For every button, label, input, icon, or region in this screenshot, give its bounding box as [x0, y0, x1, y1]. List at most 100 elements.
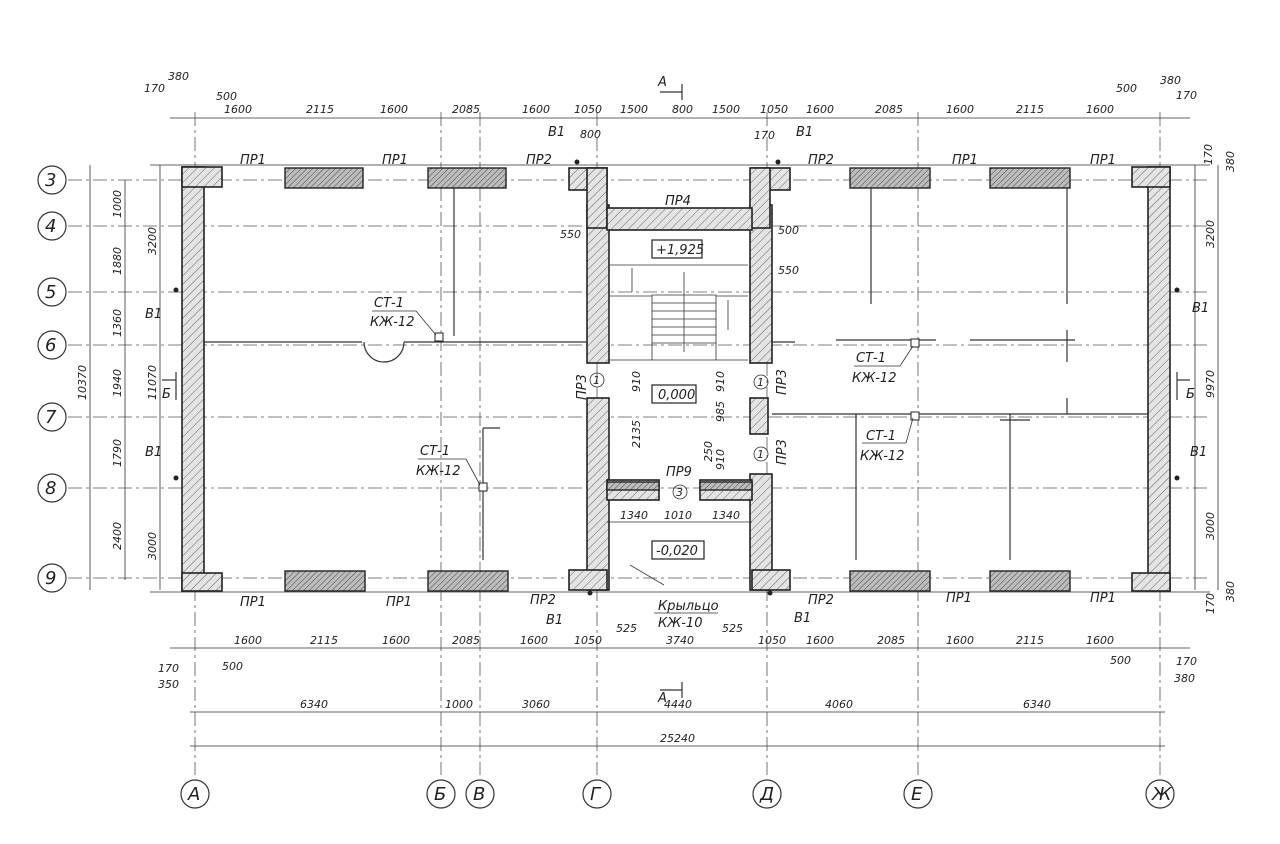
dim-bot-l170: 170 [158, 662, 179, 675]
label-kzh12-b: КЖ-12 [416, 464, 460, 479]
label-pr2-top-left: ПР2 [526, 153, 552, 168]
dim-stair-2: 910 [714, 371, 727, 392]
dim-right-5: 380 [1224, 581, 1237, 602]
section-mark-a-bottom: А [657, 691, 667, 706]
dim-top-16: 2115 [1016, 103, 1044, 116]
dim-top-6: 2085 [452, 103, 480, 116]
dim-top-1: 380 [168, 70, 189, 83]
dim-top-10: 800 [672, 103, 693, 116]
label-pr4: ПР4 [665, 194, 691, 209]
dim-right-4: 3000 [1204, 512, 1217, 540]
label-b1-left-2: В1 [145, 445, 162, 460]
dim-total: 25240 [660, 732, 695, 745]
dim-bot-l350: 350 [158, 678, 179, 691]
dimension-lines [89, 117, 1219, 747]
col-axis-zh: Ж [1151, 784, 1172, 805]
dim-stair-3: 985 [714, 401, 727, 422]
dim-top-17: 1600 [1086, 103, 1114, 116]
dim-stair-550b: 550 [778, 264, 799, 277]
dim-stair-5: 910 [714, 449, 727, 470]
label-pr1-top-1: ПР1 [240, 153, 266, 168]
label-kzh12-c: КЖ-12 [852, 371, 896, 386]
label-pr3-right-1: ПР3 [775, 369, 790, 395]
dim-top-0: 170 [144, 82, 165, 95]
dim-top-20: 170 [1176, 89, 1197, 102]
label-st1-b: СТ-1 [420, 444, 450, 459]
dim-bot-5: 1050 [574, 634, 602, 647]
label-pr1-bot-1: ПР1 [240, 595, 266, 610]
label-st1-a: СТ-1 [374, 296, 404, 311]
dim-bot-0: 1600 [234, 634, 262, 647]
level-floor: 0,000 [658, 388, 695, 403]
dim-bot-12: 1600 [946, 634, 974, 647]
dim-bay-2: 3060 [522, 698, 550, 711]
right-dimensions: 170 380 3200 9970 3000 380 170 [1202, 144, 1237, 614]
label-st1-d: СТ-1 [866, 429, 896, 444]
dim-left-3: 1940 [111, 369, 124, 397]
row-axis-7: 7 [45, 407, 57, 428]
dim-right-0: 170 [1202, 144, 1215, 165]
mark-num1-left: 1 [593, 374, 600, 387]
dim-top-14: 2085 [875, 103, 903, 116]
dim-bot-6: 525 [616, 622, 637, 635]
lintels [284, 167, 1071, 592]
dim-right-1: 380 [1224, 151, 1237, 172]
dim-top-w800: 800 [580, 128, 601, 141]
dim-right-2: 3200 [1204, 220, 1217, 248]
dim-stair-0: 910 [630, 371, 643, 392]
level-marks: +1,925 0,000 -0,020 [651, 239, 705, 560]
label-pr2-top-right: ПР2 [808, 153, 834, 168]
label-pr3-right-2: ПР3 [775, 439, 790, 465]
label-b1-bot-left: В1 [546, 613, 563, 628]
section-marks: А А Б Б [162, 75, 1195, 706]
dim-stair-8: 1340 [712, 509, 740, 522]
label-pr2-bot-right: ПР2 [808, 593, 834, 608]
dim-bot-11: 2085 [877, 634, 905, 647]
label-b1-bot-right: В1 [794, 611, 811, 626]
col-axis-v: В [473, 784, 485, 805]
dim-top-18: 500 [1116, 82, 1137, 95]
label-pr9: ПР9 [666, 465, 692, 480]
dim-bot-3: 2085 [452, 634, 480, 647]
col-axis-a: А [187, 784, 200, 805]
dim-top-4: 2115 [306, 103, 334, 116]
label-pr1-top-3: ПР1 [952, 153, 978, 168]
label-kzh12-d: КЖ-12 [860, 449, 904, 464]
column-axis-bubbles: А Б В Г Д Е Ж [180, 779, 1175, 809]
mark-num3: 3 [676, 486, 683, 499]
section-mark-b-right: Б [1186, 387, 1195, 402]
dim-right-6: 170 [1204, 593, 1217, 614]
dim-top-2: 500 [216, 90, 237, 103]
label-b1-right-2: В1 [1190, 445, 1207, 460]
dim-top-5: 1600 [380, 103, 408, 116]
col-axis-b: Б [434, 784, 446, 805]
section-mark-a-top: А [657, 75, 667, 90]
dim-top-15: 1600 [946, 103, 974, 116]
label-b1-top-left: В1 [548, 125, 565, 140]
dim-top-w170: 170 [754, 129, 775, 142]
dim-bot-1: 2115 [310, 634, 338, 647]
row-axis-5: 5 [45, 282, 56, 303]
left-dimensions: 1000 1880 1360 1940 1790 2400 10370 3200… [76, 190, 159, 560]
mark-num1-right-1: 1 [757, 376, 764, 389]
dim-top-11: 1500 [712, 103, 740, 116]
dim-bot-2: 1600 [382, 634, 410, 647]
label-pr1-bot-2: ПР1 [386, 595, 412, 610]
level-porch: -0,020 [656, 544, 698, 559]
dim-stair-550a: 550 [560, 228, 581, 241]
dim-bot-9: 1050 [758, 634, 786, 647]
dim-stair-6: 1340 [620, 509, 648, 522]
label-pr1-top-2: ПР1 [382, 153, 408, 168]
col-axis-g: Г [590, 784, 602, 805]
dim-bay-1: 1000 [445, 698, 473, 711]
dim-top-3: 1600 [224, 103, 252, 116]
col-axis-e: Е [911, 784, 923, 805]
dim-bay-4: 4060 [825, 698, 853, 711]
partitions [204, 188, 1148, 586]
section-mark-b-left: Б [162, 387, 171, 402]
row-axis-8: 8 [45, 478, 56, 499]
dim-bay-3: 4440 [664, 698, 692, 711]
dim-left-4: 1790 [111, 439, 124, 467]
dim-bot-14: 1600 [1086, 634, 1114, 647]
